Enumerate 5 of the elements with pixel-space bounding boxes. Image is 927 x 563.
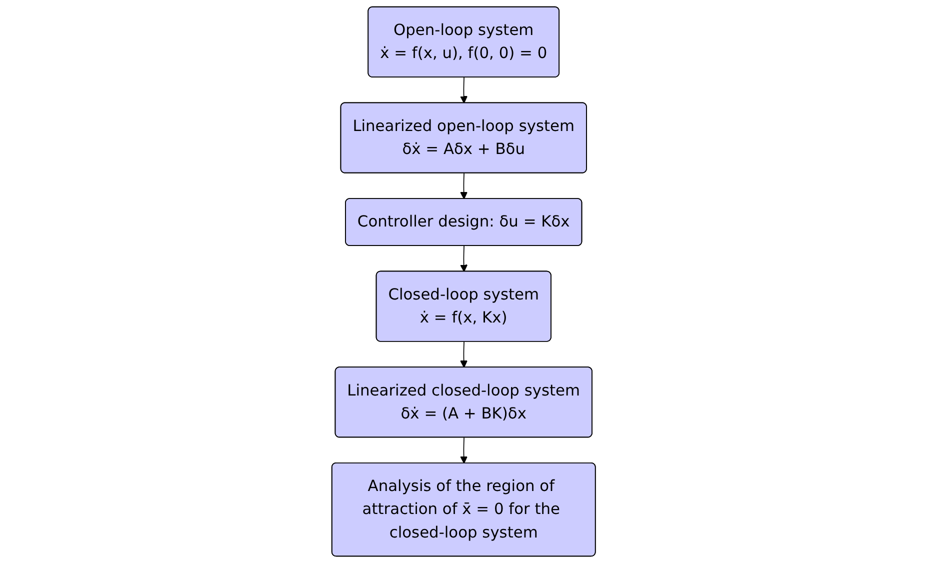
arrow <box>460 77 468 104</box>
arrow <box>460 341 468 368</box>
arrow <box>460 172 468 200</box>
arrow <box>460 246 468 272</box>
arrow <box>460 437 468 464</box>
